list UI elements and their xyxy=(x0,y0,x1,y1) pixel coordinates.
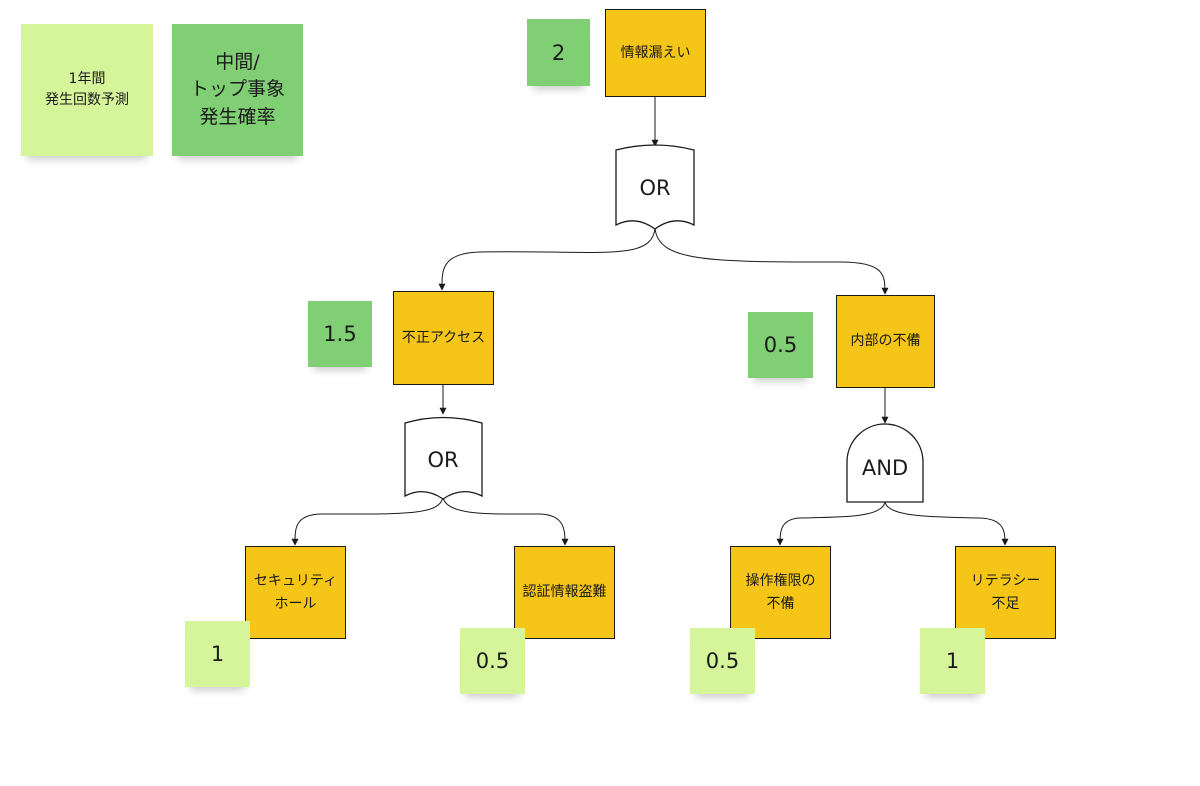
unauthorized-access-value: 1.5 xyxy=(323,322,357,346)
connector-or-to-security-hole xyxy=(291,496,444,546)
internal-defect-label: 内部の不備 xyxy=(850,333,921,350)
security-hole-box: セキュリティ ホール xyxy=(245,546,346,639)
security-hole-label: セキュリティ ホール xyxy=(253,573,338,612)
connector-or-to-unauthorized-access xyxy=(438,227,656,291)
permission-defect-value-sticky: 0.5 xyxy=(690,628,755,694)
literacy-lack-box: リテラシー 不足 xyxy=(955,546,1056,639)
unauthorized-access-label: 不正アクセス xyxy=(401,329,486,346)
and-gate-label: AND xyxy=(862,456,908,480)
internal-defect-value-sticky: 0.5 xyxy=(748,312,813,378)
top-event-value: 2 xyxy=(551,40,566,65)
top-event-label: 情報漏えい xyxy=(620,44,691,61)
legend-intermediate-probability-text: 中間/ トップ事象 発生確率 xyxy=(189,50,285,128)
internal-defect-value: 0.5 xyxy=(763,333,798,357)
literacy-lack-value: 1 xyxy=(945,649,960,673)
credential-theft-box: 認証情報盗難 xyxy=(514,546,615,639)
permission-defect-label: 操作権限の 不備 xyxy=(745,573,816,612)
top-event-box: 情報漏えい xyxy=(605,9,706,97)
security-hole-value-sticky: 1 xyxy=(185,621,250,687)
and-gate: AND xyxy=(846,423,924,503)
internal-defect-box: 内部の不備 xyxy=(836,295,935,388)
permission-defect-box: 操作権限の 不備 xyxy=(730,546,831,639)
left-or-gate-label: OR xyxy=(427,448,458,472)
legend-annual-prediction-text: 1年間 発生回数予測 xyxy=(45,71,129,108)
security-hole-value: 1 xyxy=(210,642,225,666)
connector-or-to-credential-theft xyxy=(442,496,569,546)
unauthorized-access-box: 不正アクセス xyxy=(393,291,494,385)
top-or-gate-label: OR xyxy=(639,176,670,200)
connector-or-to-internal-defect xyxy=(654,227,889,295)
left-or-gate: OR xyxy=(404,416,483,500)
legend-annual-prediction-sticky: 1年間 発生回数予測 xyxy=(21,24,153,156)
credential-theft-label: 認証情報盗難 xyxy=(522,584,607,601)
literacy-lack-value-sticky: 1 xyxy=(920,628,985,694)
legend-intermediate-probability-sticky: 中間/ トップ事象 発生確率 xyxy=(172,24,303,156)
connector-and-to-permission-defect xyxy=(776,501,886,546)
credential-theft-value: 0.5 xyxy=(475,649,510,673)
connector-and-to-literacy-lack xyxy=(884,501,1009,546)
top-event-value-sticky: 2 xyxy=(527,19,590,86)
literacy-lack-label: リテラシー 不足 xyxy=(970,573,1041,612)
permission-defect-value: 0.5 xyxy=(705,649,740,673)
credential-theft-value-sticky: 0.5 xyxy=(460,628,525,694)
top-or-gate: OR xyxy=(615,144,695,230)
unauthorized-access-value-sticky: 1.5 xyxy=(308,301,372,367)
